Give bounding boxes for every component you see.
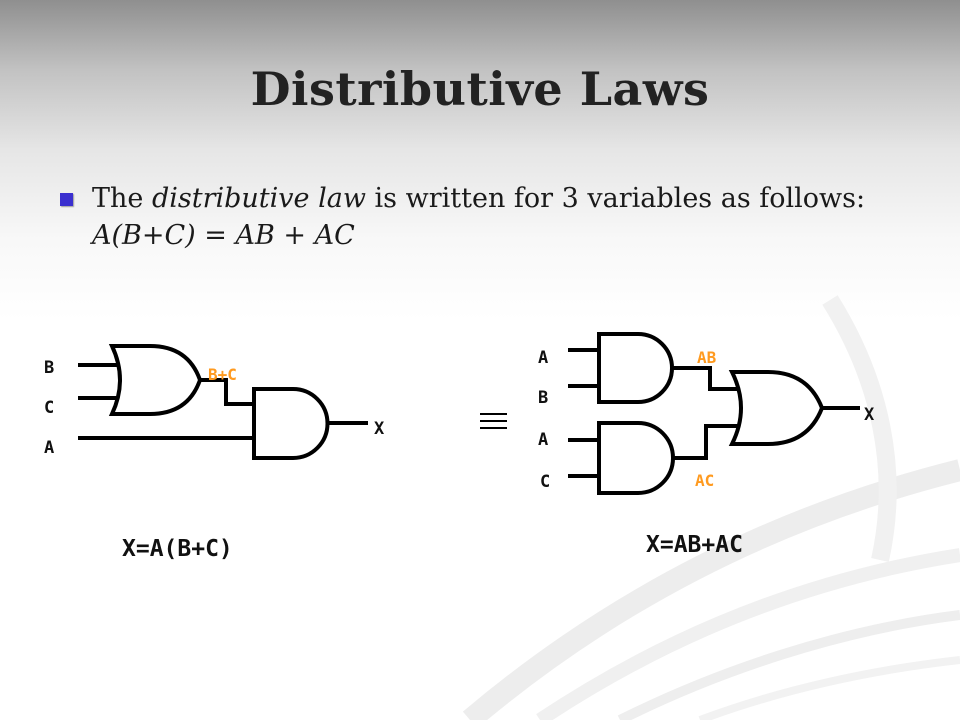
wire-ab-to-or — [672, 366, 740, 391]
bullet-equation: A(B+C) = AB + AC — [92, 220, 355, 251]
input-label-a-1: A — [538, 348, 548, 368]
slide-title: Distributive Laws — [250, 62, 710, 116]
and-gate-2-icon — [597, 421, 675, 495]
formula-right: X=AB+AC — [646, 532, 743, 558]
left-circuit: B C A B+C X X=A(B+C) — [44, 344, 385, 562]
bullet-text: The distributive law is written for 3 va… — [92, 180, 920, 254]
bullet-text-post: is written for 3 variables as follows: — [365, 183, 866, 214]
input-label-c: C — [540, 472, 550, 492]
bullet-text-pre: The — [92, 183, 152, 214]
output-label-x: X — [374, 419, 385, 439]
or-gate-icon — [108, 344, 203, 416]
equivalence-icon — [480, 413, 507, 429]
and-gate-icon — [252, 387, 330, 460]
wire-ac-to-or — [673, 424, 740, 460]
or-gate-icon — [728, 370, 825, 446]
output-label-x: X — [864, 405, 875, 425]
intermediate-label-ab: AB — [697, 348, 717, 367]
bullet-term: distributive law — [151, 183, 366, 214]
wire-or-to-and — [200, 378, 254, 406]
input-label-a: A — [44, 438, 54, 458]
bullet-item: The distributive law is written for 3 va… — [60, 180, 920, 254]
input-label-b: B — [538, 388, 548, 408]
input-label-c: C — [44, 398, 54, 418]
and-gate-1-icon — [597, 332, 674, 404]
input-label-b: B — [44, 358, 54, 378]
right-circuit: A B A C AB AC X X=AB+AC — [538, 332, 875, 558]
input-label-a-2: A — [538, 430, 548, 450]
formula-left: X=A(B+C) — [122, 536, 233, 562]
intermediate-label-ac: AC — [695, 471, 714, 490]
bullet-square-icon — [60, 193, 73, 206]
intermediate-label-b-plus-c: B+C — [208, 365, 237, 384]
